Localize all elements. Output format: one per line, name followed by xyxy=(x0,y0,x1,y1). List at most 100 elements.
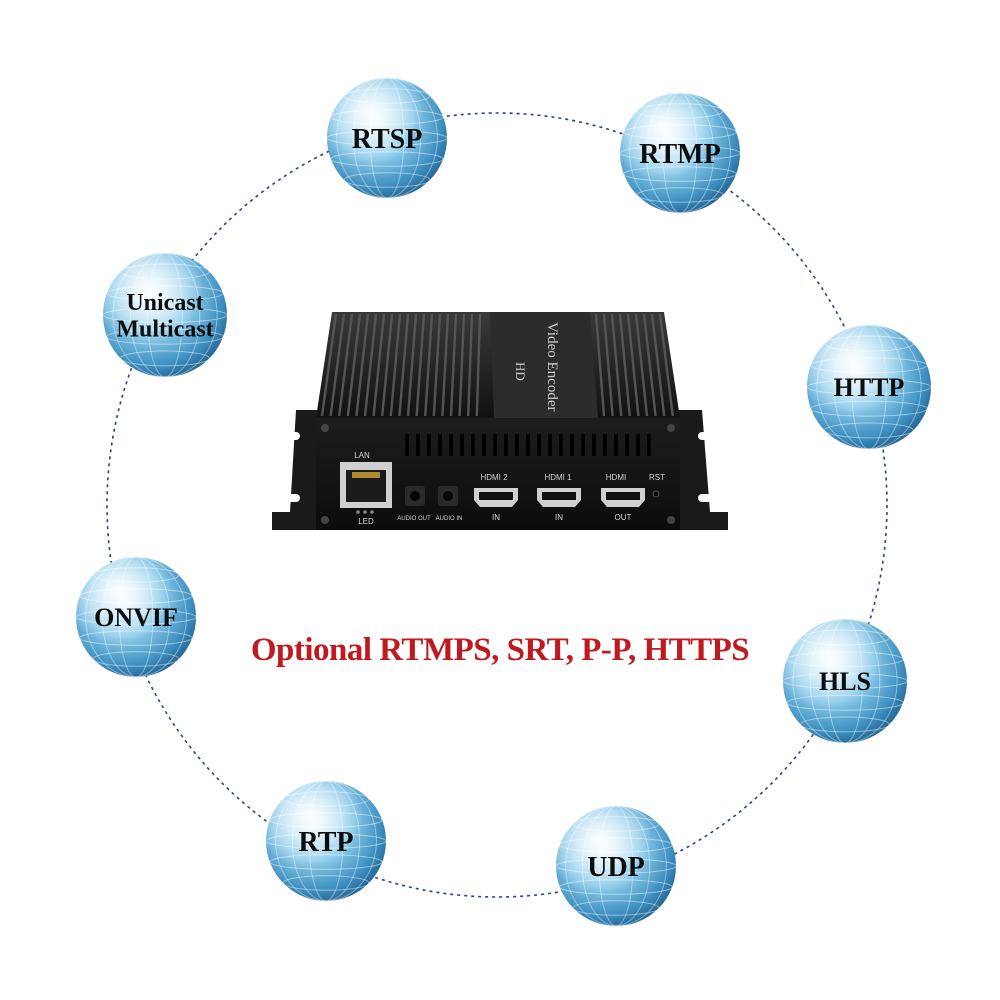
globe-label: UDP xyxy=(587,852,645,883)
lan-port-pins xyxy=(352,472,380,478)
heatsink-fin xyxy=(338,313,354,417)
right-flange-hole xyxy=(698,494,712,502)
vent-slot xyxy=(570,434,574,456)
heatsink-fin xyxy=(458,313,466,417)
vent-slot xyxy=(636,434,640,456)
lid-logo: HD xyxy=(513,362,528,381)
hdmi1-in-label: IN xyxy=(555,513,563,522)
globe-highlight xyxy=(783,619,907,743)
vent-slot xyxy=(559,434,563,456)
hdmi-out-out-label: OUT xyxy=(615,513,632,522)
globe-http: HTTP xyxy=(806,324,932,450)
heatsink-fin xyxy=(415,313,426,417)
heatsink-fin xyxy=(610,313,623,417)
hdmi2-in-label: IN xyxy=(492,513,500,522)
heatsink-fin xyxy=(650,313,666,417)
vent-slot xyxy=(614,434,618,456)
led-label: LED xyxy=(358,517,374,526)
globe-udp: UDP xyxy=(555,805,677,927)
optional-protocols-tagline: Optional RTMPS, SRT, P-P, HTTPS xyxy=(250,632,750,668)
right-mounting-flange xyxy=(676,410,728,530)
led-indicator xyxy=(363,510,367,514)
vent-slot xyxy=(405,434,409,456)
vent-slots xyxy=(405,434,651,456)
heatsink-fin xyxy=(406,313,418,417)
video-encoder-device: HD Video Encoder LAN LED AUDIO OUT AUDIO… xyxy=(272,312,728,530)
hdmi1-socket xyxy=(542,492,576,500)
globe-label: ONVIF xyxy=(94,603,178,632)
hdmi2-label: HDMI 2 xyxy=(480,473,508,482)
screw xyxy=(667,424,675,432)
globe-label: RTP xyxy=(298,827,353,858)
vent-slot xyxy=(416,434,420,456)
lid-label-plate xyxy=(490,312,598,418)
globe-highlight xyxy=(620,93,740,213)
heatsink-fin xyxy=(594,313,606,417)
heatsink-fins xyxy=(320,313,674,417)
vent-slot xyxy=(647,434,651,456)
heatsink-fin xyxy=(642,313,657,417)
vent-slot xyxy=(592,434,596,456)
globe-rtp: RTP xyxy=(265,780,387,902)
globe-onvif: ONVIF xyxy=(75,556,197,678)
vent-slot xyxy=(504,434,508,456)
globe-label: HTTP xyxy=(834,373,905,402)
lan-label: LAN xyxy=(354,451,370,460)
vent-slot xyxy=(515,434,519,456)
rst-label: RST xyxy=(649,473,665,482)
globe-label: Unicast xyxy=(126,290,203,316)
right-flange-hole xyxy=(698,432,712,440)
heatsink-fin xyxy=(626,313,640,417)
globe-label: HLS xyxy=(819,667,871,696)
globe-label: RTSP xyxy=(352,124,423,155)
vent-slot xyxy=(427,434,431,456)
vent-slot xyxy=(603,434,607,456)
heatsink-fin xyxy=(602,313,614,417)
left-flange-hole xyxy=(286,494,300,502)
globe-highlight xyxy=(807,325,931,449)
heatsink-fin xyxy=(355,313,370,417)
vent-slot xyxy=(449,434,453,456)
globe-highlight xyxy=(76,557,196,677)
globe-highlight xyxy=(556,806,676,926)
hdmi2-socket xyxy=(479,492,513,500)
led-indicator xyxy=(356,510,360,514)
left-mounting-flange xyxy=(272,410,322,530)
screw xyxy=(321,516,329,524)
heatsink-fin xyxy=(389,313,402,417)
vent-slot xyxy=(460,434,464,456)
globe-label: Multicast xyxy=(116,317,213,343)
heatsink-fin xyxy=(320,313,338,417)
globe-highlight xyxy=(327,78,447,198)
heatsink-fin xyxy=(475,313,482,417)
vent-slot xyxy=(482,434,486,456)
heatsink-fin xyxy=(372,313,386,417)
heatsink-fin xyxy=(381,313,394,417)
vent-slot xyxy=(548,434,552,456)
vent-slot xyxy=(471,434,475,456)
hdmi1-label: HDMI 1 xyxy=(544,473,572,482)
audio-in-label: AUDIO IN xyxy=(436,516,463,522)
heatsink-fin xyxy=(634,313,649,417)
heatsink-fin xyxy=(441,313,450,417)
heatsink-fin xyxy=(424,313,434,417)
led-indicator xyxy=(370,510,374,514)
vent-slot xyxy=(581,434,585,456)
audio-out-label: AUDIO OUT xyxy=(397,516,431,522)
globe-highlight xyxy=(266,781,386,901)
heatsink-fin xyxy=(449,313,458,417)
heatsink-fin xyxy=(467,313,474,417)
vent-slot xyxy=(537,434,541,456)
vent-slot xyxy=(625,434,629,456)
audio-out-hole xyxy=(410,491,420,501)
heatsink-fin xyxy=(398,313,410,417)
globe-hls: HLS xyxy=(782,618,908,744)
screw xyxy=(667,516,675,524)
heatsink-fin xyxy=(363,313,378,417)
hdmi-out-label: HDMI xyxy=(606,473,626,482)
dotted-ring xyxy=(106,112,888,898)
heatsink-fin xyxy=(432,313,442,417)
